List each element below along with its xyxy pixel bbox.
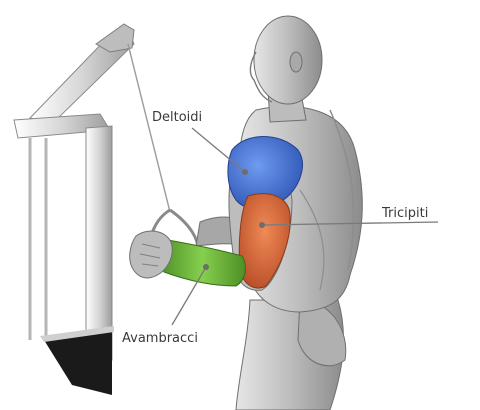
ear <box>289 51 303 73</box>
deltoid-muscle <box>227 136 303 210</box>
finger-lines <box>139 243 161 267</box>
lat-contour <box>299 189 325 291</box>
pulley-housing <box>95 23 135 53</box>
label-deltoids: Deltoidi <box>152 110 202 125</box>
callout-triceps: Tricipiti <box>259 206 439 228</box>
machine-base <box>44 330 112 395</box>
leader-triceps <box>261 221 439 226</box>
pointer-dot-forearms <box>203 264 209 270</box>
callout-forearms: Avambracci <box>122 264 209 346</box>
leader-forearms <box>171 266 207 326</box>
spine-line <box>329 109 355 271</box>
face-profile <box>249 51 273 103</box>
pointer-dot-triceps <box>259 222 265 228</box>
cable <box>127 43 171 213</box>
triceps-muscle <box>238 193 291 289</box>
pointer-dot-deltoids <box>242 169 248 175</box>
hand <box>129 230 173 279</box>
callout-deltoids: Deltoidi <box>152 110 248 175</box>
head <box>253 15 323 105</box>
leader-deltoids <box>191 127 246 173</box>
machine-base-edge <box>40 326 114 342</box>
label-forearms: Avambracci <box>122 331 198 346</box>
label-triceps: Tricipiti <box>381 206 428 221</box>
machine-upright <box>85 125 113 363</box>
cable-machine <box>13 23 200 395</box>
